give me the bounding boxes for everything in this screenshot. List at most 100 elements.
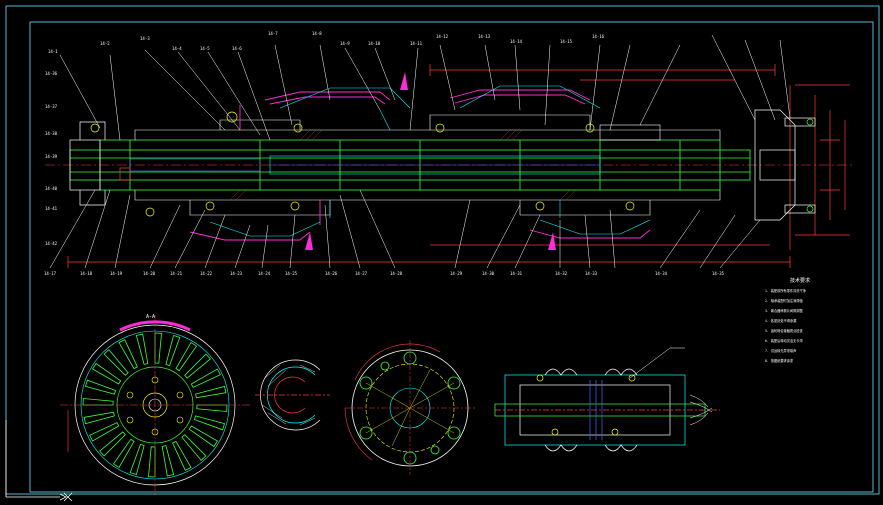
small-clutch-assembly-view (494, 347, 720, 452)
disc-tooth (135, 333, 149, 365)
disc-tooth (82, 398, 114, 406)
disc-tooth (184, 353, 211, 379)
callout-label: 14-6 (232, 46, 242, 51)
callout-label: 14-26 (325, 271, 338, 276)
callout-label: 14-19 (110, 271, 123, 276)
callout-label: 14-4 (172, 46, 182, 51)
callout-label: 14-5 (200, 46, 210, 51)
callout-label: 14-30 (482, 271, 495, 276)
disc-tooth (83, 411, 115, 425)
callout-label: 14-9 (340, 41, 350, 46)
callout-label: 14-3 (140, 36, 150, 41)
callout-label: 14-25 (285, 271, 298, 276)
technical-notes: 技术要求 1. 装配前所有零件清洗干净 2. 轴承装配时加注润滑脂 3. 离合器… (765, 277, 810, 363)
callout-label: 14-23 (230, 271, 243, 276)
callout-label: 14-16 (592, 34, 605, 39)
shaft-bore (129, 155, 601, 175)
clutch-disc-view: A-A (60, 314, 250, 495)
note-line: 8. 按图纸要求涂漆 (765, 358, 794, 363)
callout-label: 14-31 (510, 271, 523, 276)
disc-tooth (161, 445, 175, 477)
note-line: 4. 各密封处不得渗漏 (765, 318, 796, 323)
note-line: 7. 试运转无异常噪声 (765, 348, 796, 353)
callout-label: 14-22 (200, 271, 213, 276)
callout-label: 14-34 (655, 271, 668, 276)
callout-label: 14-35 (712, 271, 725, 276)
callout-label: 14-39 (45, 154, 58, 159)
bearings (90, 111, 635, 217)
section-view-title: A-A (146, 314, 155, 320)
callout-label: 14-41 (45, 206, 58, 211)
note-line: 3. 离合器摩擦片间隙调整 (765, 308, 803, 313)
callout-label: 14-29 (450, 271, 463, 276)
callout-label: 14-14 (510, 39, 523, 44)
main-section-view (45, 34, 855, 269)
callout-label: 14-12 (436, 34, 449, 39)
disc-tooth (154, 332, 162, 364)
callout-label: 14-20 (143, 271, 156, 276)
callout-label: 14-33 (585, 271, 598, 276)
disc-tooth (99, 431, 126, 457)
disc-tooth (181, 434, 207, 461)
disc-tooth (195, 385, 227, 399)
callout-label: 14-7 (268, 31, 278, 36)
callout-label: 14-42 (45, 241, 58, 246)
note-line: 5. 齿轮啮合接触斑点检查 (765, 328, 803, 333)
callout-label: 14-15 (560, 39, 573, 44)
callout-label: 14-2 (100, 41, 110, 46)
callout-label: 14-11 (410, 41, 423, 46)
callout-labels-left: 14-36 14-37 14-38 14-39 14-40 14-41 14-4… (45, 71, 58, 246)
callout-label: 14-37 (45, 104, 58, 109)
callout-label: 14-10 (368, 41, 381, 46)
callout-label: 14-21 (170, 271, 183, 276)
disc-tooth (188, 425, 218, 448)
callout-label: 14-38 (45, 131, 58, 136)
disc-tooth (172, 440, 192, 471)
callout-leaders-top (59, 34, 791, 141)
notes-title: 技术要求 (790, 277, 810, 284)
disc-tooth (84, 379, 117, 395)
callout-leaders-bottom (49, 189, 761, 269)
disc-tooth (165, 334, 181, 367)
spring-markers (305, 72, 556, 250)
flange-bolt-circle-view (344, 340, 475, 475)
note-line: 6. 装配后转动灵活无卡滞 (765, 338, 803, 343)
callout-labels-top: 14-1 14-2 14-3 14-4 14-5 14-6 14-7 14-8 … (48, 31, 605, 54)
disc-tooth (175, 342, 198, 372)
drawing-frame (5, 5, 880, 495)
disc-tooth (89, 422, 120, 442)
left-hub (69, 121, 131, 206)
disc-tooth (196, 404, 228, 412)
callout-label: 14-28 (390, 271, 403, 276)
callout-labels-bottom: 14-17 14-18 14-19 14-20 14-21 14-22 14-2… (44, 271, 725, 276)
clutch-packs (189, 89, 651, 241)
callout-label: 14-36 (45, 71, 58, 76)
disc-teeth (82, 332, 228, 478)
ucs-axis-icon (5, 420, 73, 502)
linkage-lines (209, 85, 651, 237)
note-line: 2. 轴承装配时加注润滑脂 (765, 298, 803, 303)
disc-tooth (92, 362, 122, 385)
callout-label: 14-13 (478, 34, 491, 39)
right-flange (754, 109, 816, 221)
callout-label: 14-40 (45, 186, 58, 191)
dimension-lines (67, 64, 850, 268)
callout-label: 14-27 (355, 271, 368, 276)
section-hatching (229, 129, 577, 201)
callout-label: 14-8 (312, 31, 322, 36)
disc-tooth (148, 446, 156, 478)
disc-tooth (193, 415, 226, 431)
disc-tooth (129, 443, 145, 476)
partial-ring-view (255, 359, 330, 431)
disc-tooth (118, 339, 138, 370)
note-line: 1. 装配前所有零件清洗干净 (765, 288, 807, 293)
disc-tooth (190, 368, 221, 388)
callout-label: 14-1 (48, 49, 58, 54)
callout-label: 14-18 (80, 271, 93, 276)
callout-label: 14-24 (258, 271, 271, 276)
callout-label: 14-17 (44, 271, 57, 276)
callout-label: 14-32 (555, 271, 568, 276)
disc-tooth (103, 349, 129, 376)
disc-tooth (112, 438, 135, 468)
